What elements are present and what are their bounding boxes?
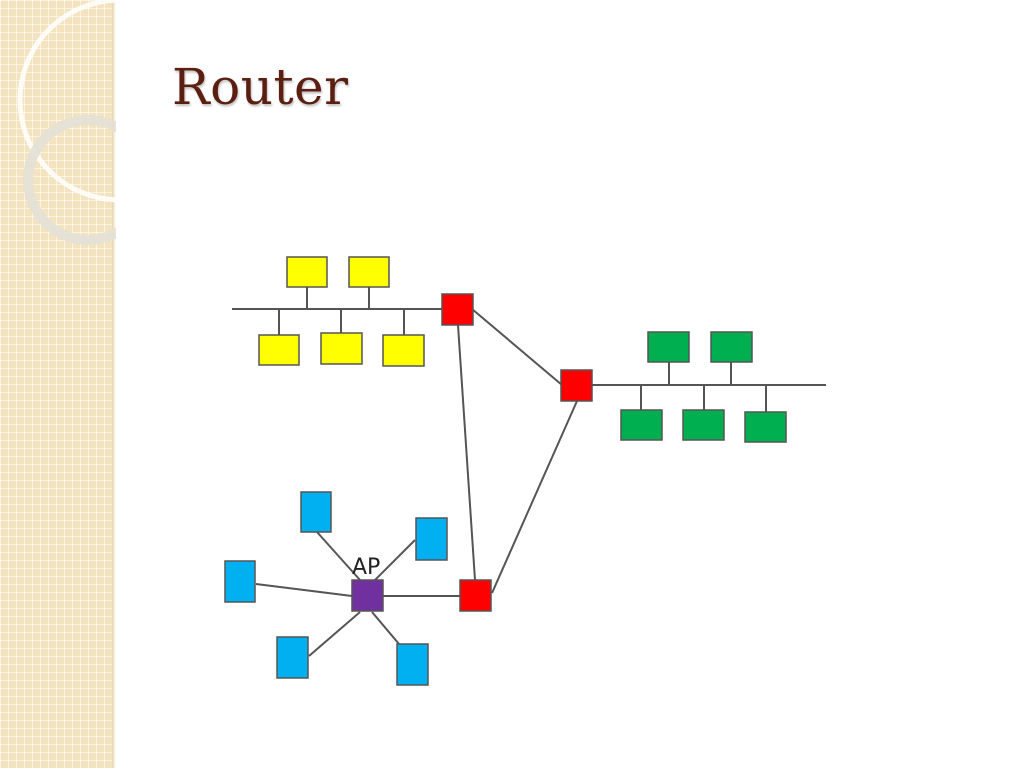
- green-hosts: [620, 331, 787, 443]
- blue-host-box: [300, 491, 332, 533]
- router-links: [383, 308, 578, 597]
- wireless-link-line: [371, 611, 400, 645]
- wireless-link-line: [374, 539, 416, 581]
- green-lan: [592, 362, 826, 412]
- yellow-host-box: [258, 334, 300, 366]
- yellow-hosts: [258, 256, 425, 367]
- blue-hosts: [224, 491, 448, 686]
- router-link-line: [471, 308, 563, 386]
- wireless-link-line: [316, 531, 361, 581]
- blue-host-box: [415, 517, 448, 561]
- router-box: [560, 369, 593, 402]
- green-host-box: [744, 411, 787, 443]
- decorative-ring-small: [23, 115, 116, 245]
- green-host-box: [647, 331, 690, 363]
- yellow-host-box: [286, 256, 328, 288]
- yellow-host-box: [382, 334, 425, 367]
- router-box: [459, 579, 492, 612]
- wireless-link-line: [255, 583, 353, 597]
- side-band-edge: [112, 0, 116, 768]
- decorative-rings: [17, 0, 116, 245]
- slide-title: Router: [172, 58, 349, 116]
- decorative-ring-large: [17, 0, 116, 203]
- router-link-line: [457, 324, 476, 581]
- blue-host-box: [276, 636, 309, 679]
- yellow-host-box: [348, 256, 390, 288]
- blue-host-box: [396, 643, 429, 686]
- router-link-line: [491, 400, 578, 594]
- green-host-box: [620, 409, 663, 441]
- yellow-host-box: [320, 332, 363, 365]
- routers: [441, 293, 593, 612]
- wireless-link-line: [308, 611, 361, 657]
- router-box: [441, 293, 474, 326]
- wireless-links: [255, 531, 416, 657]
- access-point-label: AP: [352, 555, 380, 580]
- green-host-box: [710, 331, 753, 363]
- yellow-lan: [232, 287, 444, 335]
- green-host-box: [682, 409, 725, 441]
- blue-host-box: [224, 560, 256, 603]
- access-point-box: [351, 579, 384, 612]
